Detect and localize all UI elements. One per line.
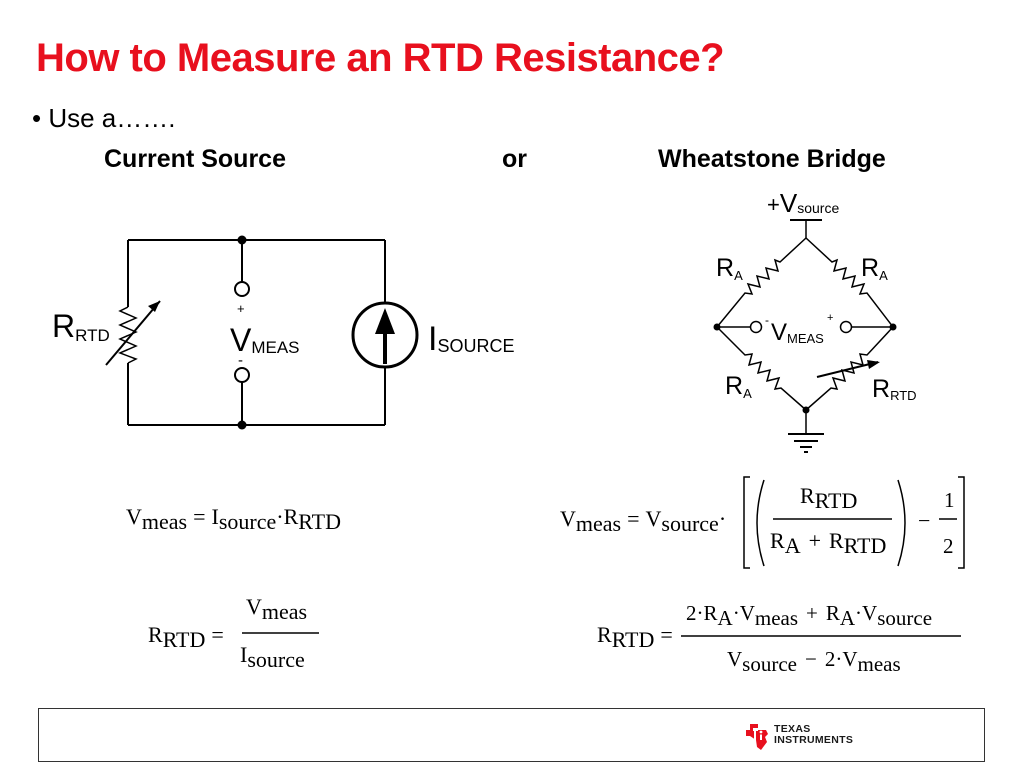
eq3-right-square-bracket — [958, 476, 965, 569]
bridge-vmeas-minus-sign: - — [765, 313, 769, 327]
vmeas-terminal-minus — [234, 367, 250, 383]
current-source-circuit — [105, 235, 419, 430]
bullet-text: Use a……. — [48, 103, 176, 133]
rrtd-variable-arrow-line — [816, 361, 879, 378]
eq2-denominator: Isource — [240, 642, 305, 672]
wheatstone-bridge-circuit — [713, 219, 897, 453]
circuit-and-equation-canvas: RRTD + - VMEAS ISOURCE +Vsource RA RA RA… — [52, 188, 965, 676]
current-source-arrowhead — [375, 308, 395, 334]
rtd-variable-arrow-line — [105, 300, 161, 366]
bridge-ra-top-right — [805, 237, 894, 328]
equation-vmeas-current-source: Vmeas=Isource·RRTD — [126, 504, 341, 534]
vmeas-plus-sign: + — [237, 301, 245, 316]
logo-line-texas: TEXAS — [774, 723, 811, 735]
heading-current-source: Current Source — [104, 145, 286, 173]
bridge-node-right — [889, 323, 897, 331]
eq4-denominator: Vsource−2·Vmeas — [727, 647, 901, 676]
eq3-minus: − — [918, 508, 930, 533]
bullet-dot: • — [32, 103, 42, 133]
eq3-half-denominator: 2 — [943, 534, 954, 558]
eq1-text: Vmeas=Isource·RRTD — [126, 504, 341, 534]
vmeas-minus-sign: - — [238, 352, 243, 369]
eq3-denominator: RA+RRTD — [770, 528, 886, 558]
ra-label-top-right: RA — [861, 254, 888, 283]
slide-title: How to Measure an RTD Resistance? — [36, 36, 725, 80]
ra-label-bottom-left: RA — [725, 372, 752, 401]
bridge-rrtd-bottom-right — [805, 326, 894, 411]
eq3-numerator: RRTD — [800, 483, 857, 513]
bridge-ra-bottom-left — [716, 326, 807, 411]
eq3-left-paren — [756, 479, 765, 567]
bullet-item: • Use a……. — [32, 103, 176, 134]
eq4-lhs: RRTD= — [597, 622, 673, 652]
rtd-variable-arrowhead — [148, 301, 160, 312]
rrtd-label: RRTD — [872, 375, 917, 403]
eq3-half-numerator: 1 — [944, 488, 955, 512]
rtd-resistor-zigzag — [118, 306, 138, 364]
bridge-node-left — [713, 323, 721, 331]
bridge-vmeas-plus-sign: + — [827, 312, 833, 324]
bridge-ra-top-left — [716, 237, 807, 328]
equation-vmeas-bridge: Vmeas=Vsource· RRTD RA+RRTD − 1 2 — [560, 476, 965, 569]
texas-instruments-logo-icon — [746, 724, 768, 750]
eq2-lhs: RRTD= — [148, 622, 224, 652]
footer-bar — [38, 708, 985, 762]
eq2-numerator: Vmeas — [246, 594, 307, 624]
junction-dot-bottom — [237, 420, 247, 430]
texas-instruments-wordmark: TEXAS INSTRUMENTS — [774, 724, 853, 746]
equation-rrtd-current-source: RRTD= Vmeas Isource — [148, 594, 319, 672]
current-source-labels: RRTD + - VMEAS ISOURCE — [52, 301, 514, 369]
bridge-vmeas-label: VMEAS — [771, 319, 824, 346]
wheatstone-bridge-labels: +Vsource RA RA RA RRTD - + VMEAS — [716, 188, 917, 403]
rtd-label: RRTD — [52, 308, 110, 345]
eq3-left-square-bracket — [743, 476, 750, 569]
logo-line-instruments: INSTRUMENTS — [774, 734, 854, 746]
eq3-lhs: Vmeas=Vsource· — [560, 506, 726, 536]
isource-label: ISOURCE — [428, 320, 514, 358]
junction-dot-top — [237, 235, 247, 245]
bridge-vmeas-terminal-minus — [749, 320, 763, 334]
bridge-vmeas-terminal-plus — [839, 320, 853, 334]
heading-or: or — [502, 145, 527, 173]
ra-label-top-left: RA — [716, 254, 743, 283]
vmeas-label: VMEAS — [230, 322, 300, 358]
vsource-label: +Vsource — [767, 188, 839, 218]
rrtd-variable-arrowhead — [867, 360, 880, 369]
equation-rrtd-bridge: RRTD= 2·RA·Vmeas+RA·Vsource Vsource−2·Vm… — [597, 601, 961, 676]
vmeas-terminal-plus — [234, 281, 250, 297]
heading-wheatstone-bridge: Wheatstone Bridge — [658, 145, 886, 173]
eq4-numerator: 2·RA·Vmeas+RA·Vsource — [686, 601, 932, 630]
eq3-right-paren — [897, 479, 906, 567]
